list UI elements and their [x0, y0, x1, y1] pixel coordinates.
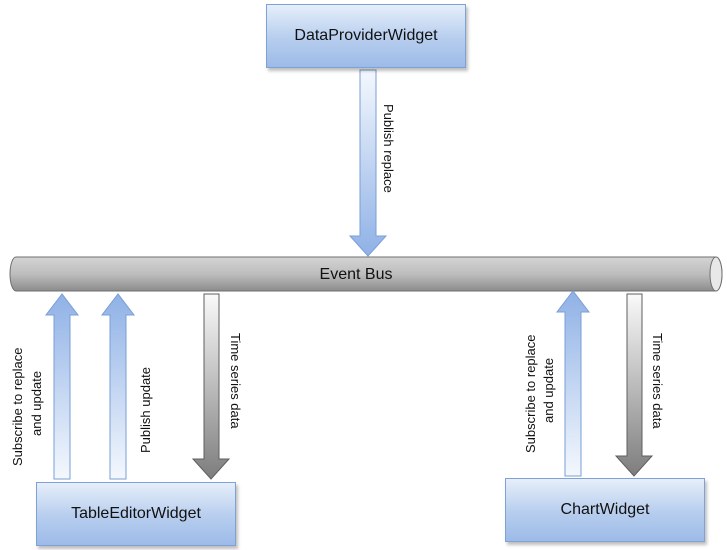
table-timeseries-arrow — [191, 293, 231, 480]
chart-widget-box: ChartWidget — [505, 478, 705, 542]
chart-timeseries-arrow — [614, 293, 654, 477]
table-timeseries-label: Time series data — [228, 333, 243, 429]
table-publish-update-label: Publish update — [138, 367, 153, 453]
chart-subscribe-label-line1: Subscribe to replace — [523, 334, 538, 453]
table-subscribe-arrow — [44, 293, 80, 480]
chart-subscribe-label-line2: and update — [541, 358, 556, 423]
chart-subscribe-arrow — [555, 290, 591, 477]
data-provider-widget-label: DataProviderWidget — [294, 27, 438, 44]
table-subscribe-label-line1: Subscribe to replace — [10, 347, 25, 466]
chart-widget-label: ChartWidget — [560, 501, 650, 518]
event-bus: Event Bus — [9, 256, 723, 292]
chart-timeseries-label: Time series data — [650, 333, 665, 429]
table-editor-widget-label: TableEditorWidget — [71, 505, 201, 522]
table-subscribe-label-line2: and update — [29, 371, 44, 436]
table-publish-update-arrow — [100, 293, 136, 480]
publish-replace-arrow — [348, 69, 388, 257]
event-bus-label: Event Bus — [320, 266, 393, 283]
table-editor-widget-box: TableEditorWidget — [36, 482, 236, 546]
data-provider-widget-box: DataProviderWidget — [266, 4, 466, 68]
publish-replace-label: Publish replace — [381, 104, 396, 193]
